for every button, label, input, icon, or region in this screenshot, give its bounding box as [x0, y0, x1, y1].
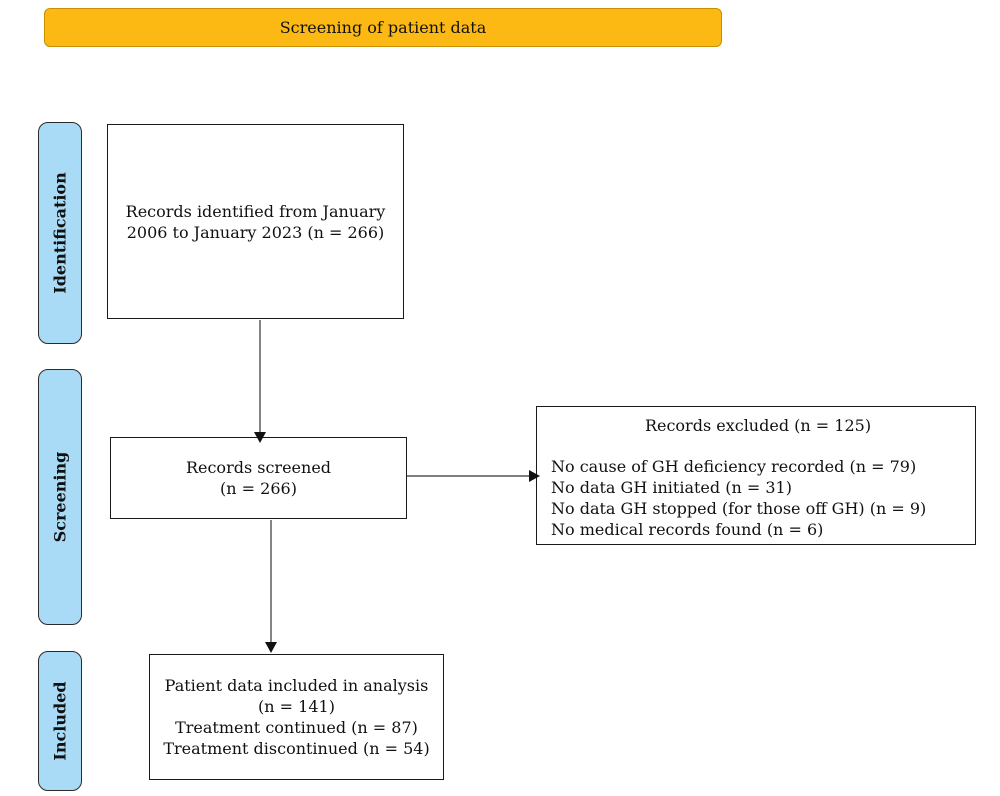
- identified-box: Records identified from January 2006 to …: [107, 124, 404, 319]
- stage-label-identification: Identification: [50, 172, 70, 294]
- excluded-reason: No data GH stopped (for those off GH) (n…: [551, 499, 927, 518]
- excluded-reason: No cause of GH deficiency recorded (n = …: [551, 457, 917, 476]
- included-line-4: Treatment discontinued (n = 54): [163, 739, 430, 758]
- excluded-reason: No medical records found (n = 6): [551, 520, 824, 539]
- excluded-heading: Records excluded (n = 125): [644, 416, 872, 435]
- excluded-box: Records excluded (n = 125) No cause of G…: [536, 406, 976, 545]
- stage-included: Included: [38, 651, 82, 791]
- identified-line-2: 2006 to January 2023 (n = 266): [126, 222, 385, 242]
- stage-label-screening: Screening: [50, 451, 70, 543]
- screened-line-2: (n = 266): [220, 479, 297, 498]
- excluded-reason: No data GH initiated (n = 31): [551, 478, 792, 497]
- screened-line-1: Records screened: [185, 458, 332, 477]
- stage-label-included: Included: [50, 681, 70, 761]
- included-box: Patient data included in analysis (n = 1…: [149, 654, 444, 780]
- header-title: Screening of patient data: [279, 18, 487, 37]
- screened-box: Records screened (n = 266): [110, 437, 407, 519]
- included-line-2: (n = 141): [258, 697, 335, 716]
- identified-line-1: Records identified from January: [125, 201, 386, 221]
- header-bar: Screening of patient data: [44, 8, 722, 47]
- included-line-1: Patient data included in analysis: [164, 676, 429, 695]
- arrowhead-down-2: [265, 642, 277, 653]
- stage-screening: Screening: [38, 369, 82, 625]
- included-line-3: Treatment continued (n = 87): [175, 718, 418, 737]
- stage-identification: Identification: [38, 122, 82, 344]
